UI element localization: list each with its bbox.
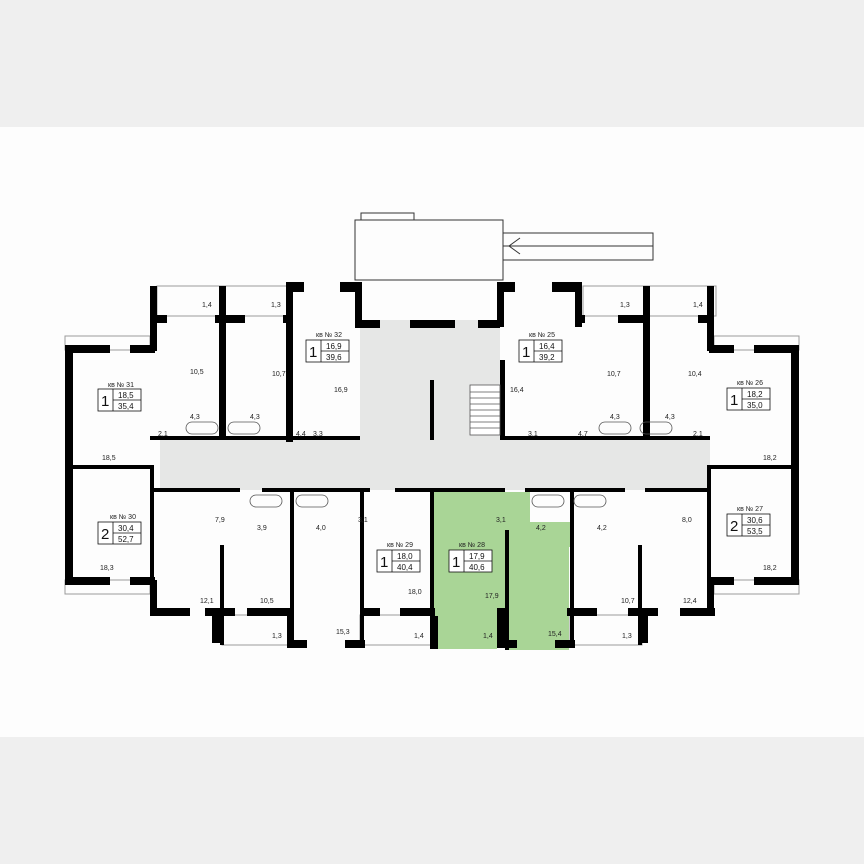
corridor — [160, 320, 710, 490]
entrance-canopy — [354, 212, 654, 281]
svg-text:кв № 31: кв № 31 — [108, 382, 134, 389]
area-a29-kitchen: 15,3 — [336, 629, 350, 636]
svg-text:40,4: 40,4 — [397, 563, 413, 572]
svg-text:2: 2 — [730, 518, 738, 535]
svg-text:кв № 32: кв № 32 — [316, 332, 342, 339]
svg-text:1: 1 — [522, 344, 530, 361]
svg-text:40,6: 40,6 — [469, 563, 485, 572]
area-a28-balcony: 1,4 — [483, 633, 493, 640]
area-a31-kitchen: 10,5 — [190, 369, 204, 376]
area-a31-hall: 2,1 — [158, 431, 168, 438]
svg-text:1: 1 — [101, 393, 109, 410]
area-a25-room: 16,4 — [510, 387, 524, 394]
area-a27-hall: 8,0 — [682, 517, 692, 524]
apartment-badge-25[interactable]: кв № 25 1 16,4 39,2 — [518, 332, 563, 363]
area-a28-room: 17,9 — [485, 593, 499, 600]
area-a25-hall: 4,7 — [578, 431, 588, 438]
area-a30-bath: 3,9 — [257, 525, 267, 532]
area-a28-bath: 4,2 — [536, 525, 546, 532]
svg-text:17,9: 17,9 — [469, 552, 485, 561]
area-a26-kitchen: 10,4 — [688, 371, 702, 378]
apartment-badge-31[interactable]: кв № 31 1 18,5 35,4 — [97, 382, 142, 412]
apartment-badge-32[interactable]: кв № 32 1 16,9 39,6 — [305, 332, 350, 363]
svg-text:1: 1 — [730, 392, 738, 409]
area-a26-room: 18,2 — [763, 455, 777, 462]
svg-text:кв № 25: кв № 25 — [529, 332, 555, 339]
area-a26-bath: 4,3 — [665, 414, 675, 421]
apartment-badge-29[interactable]: кв № 29 1 18,0 40,4 — [376, 542, 421, 573]
stair-lines — [469, 384, 501, 436]
svg-text:18,0: 18,0 — [397, 552, 413, 561]
svg-text:2: 2 — [101, 526, 109, 543]
svg-text:18,5: 18,5 — [118, 391, 134, 400]
area-a26-hall: 2,1 — [693, 431, 703, 438]
area-a29-balcony: 1,4 — [414, 633, 424, 640]
svg-text:1: 1 — [380, 554, 388, 571]
area-a27-room: 18,2 — [763, 565, 777, 572]
area-a28-hall: 3,1 — [496, 517, 506, 524]
area-a29-bath: 4,0 — [316, 525, 326, 532]
area-a32-kitchen: 10,7 — [272, 371, 286, 378]
svg-text:53,5: 53,5 — [747, 527, 763, 536]
area-a32-hall: 4,4 — [296, 431, 306, 438]
apartment-badge-30[interactable]: кв № 30 2 30,4 52,7 — [97, 514, 142, 545]
area-a27-bath: 4,2 — [597, 525, 607, 532]
svg-text:18,2: 18,2 — [747, 390, 763, 399]
area-a26-balcony: 1,4 — [693, 302, 703, 309]
area-a30-room2: 12,1 — [200, 598, 214, 605]
area-a25-wc: 3,1 — [528, 431, 538, 438]
svg-text:35,0: 35,0 — [747, 401, 763, 410]
svg-text:39,6: 39,6 — [326, 353, 342, 362]
area-a32-room: 16,9 — [334, 387, 348, 394]
area-a31-balcony: 1,4 — [202, 302, 212, 309]
svg-text:39,2: 39,2 — [539, 353, 555, 362]
area-a32-wc: 3,3 — [313, 431, 323, 438]
apartment-badge-27[interactable]: кв № 27 2 30,6 53,5 — [726, 506, 771, 537]
area-a29-room: 18,0 — [408, 589, 422, 596]
bath-fixtures — [185, 421, 673, 508]
svg-text:30,6: 30,6 — [747, 516, 763, 525]
apartment-badge-28[interactable]: кв № 28 1 17,9 40,6 — [448, 542, 493, 573]
area-a31-room: 18,5 — [102, 455, 116, 462]
area-a31-bath: 4,3 — [190, 414, 200, 421]
svg-text:1: 1 — [452, 554, 460, 571]
area-a30-kitchen: 10,5 — [260, 598, 274, 605]
area-a32-balcony: 1,3 — [271, 302, 281, 309]
area-a25-bath: 4,3 — [610, 414, 620, 421]
area-a30-hall: 7,9 — [215, 517, 225, 524]
svg-text:52,7: 52,7 — [118, 535, 134, 544]
area-a28-kitchen: 15,4 — [548, 631, 562, 638]
svg-text:кв № 27: кв № 27 — [737, 506, 763, 513]
area-a30-room: 18,3 — [100, 565, 114, 572]
area-a32-bath: 4,3 — [250, 414, 260, 421]
apartment-badge-26[interactable]: кв № 26 1 18,2 35,0 — [726, 380, 771, 411]
area-a27-kitchen: 10,7 — [621, 598, 635, 605]
svg-text:1: 1 — [309, 344, 317, 361]
area-a29-hall: 3,1 — [358, 517, 368, 524]
svg-text:16,4: 16,4 — [539, 342, 555, 351]
room-area-labels: 18,5 2,1 4,3 10,5 1,4 4,3 10,7 1,3 4,4 3… — [100, 302, 777, 640]
area-a27-room2: 12,4 — [683, 598, 697, 605]
svg-text:кв № 26: кв № 26 — [737, 380, 763, 387]
walls — [65, 282, 799, 650]
svg-text:30,4: 30,4 — [118, 524, 134, 533]
area-a25-balcony: 1,3 — [620, 302, 630, 309]
area-a30-balcony: 1,3 — [272, 633, 282, 640]
svg-text:16,9: 16,9 — [326, 342, 342, 351]
svg-text:кв № 28: кв № 28 — [459, 542, 485, 549]
area-a25-kitchen: 10,7 — [607, 371, 621, 378]
svg-text:кв № 29: кв № 29 — [387, 542, 413, 549]
area-a27-balcony: 1,3 — [622, 633, 632, 640]
svg-text:35,4: 35,4 — [118, 402, 134, 411]
svg-text:кв № 30: кв № 30 — [110, 514, 136, 521]
